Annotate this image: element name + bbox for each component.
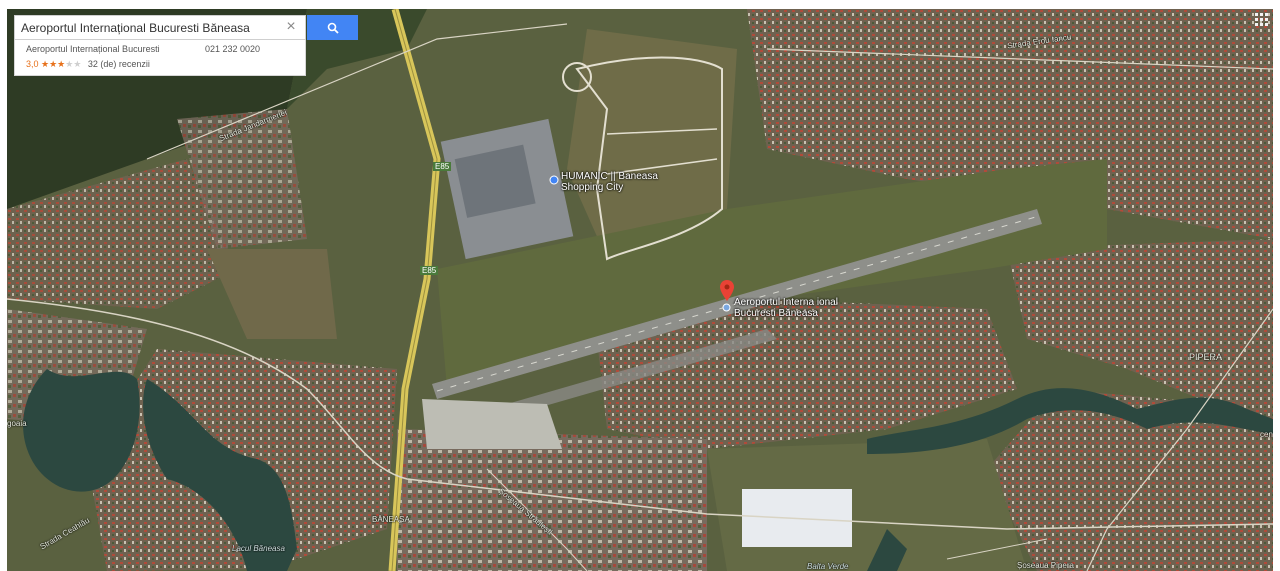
poi-label-line: Aeroportul Interna ional: [734, 297, 838, 308]
district-label: PIPERA: [1189, 352, 1223, 362]
district-label: ceni: [1260, 430, 1273, 439]
satellite-imagery: [7, 9, 1273, 571]
shopping-icon: [549, 175, 559, 185]
poi-label-shopping-city[interactable]: HUMANIC || Baneasa Shopping City: [561, 171, 658, 193]
search-icon: [327, 22, 339, 34]
road-shield: E85: [433, 162, 452, 171]
apps-grid-icon[interactable]: [1255, 13, 1269, 27]
map-pin-icon: [720, 280, 734, 301]
district-label: BĂNEASA: [372, 515, 410, 524]
place-result-card[interactable]: Aeroportul Internațional Bucuresti 021 2…: [14, 40, 306, 76]
star-filled-icon: ★★★: [41, 59, 66, 69]
poi-label-airport[interactable]: Aeroportul Interna ional Bucuresti Bănea…: [734, 297, 838, 319]
place-name: Aeroportul Internațional Bucuresti: [26, 44, 160, 54]
rating-row: 3,0 ★★★★★ 32 (de) recenzii: [26, 59, 306, 70]
place-phone[interactable]: 021 232 0020: [205, 44, 261, 54]
poi-label-line: HUMANIC || Baneasa: [561, 171, 658, 182]
satellite-map[interactable]: Strada Jandarmeriei E85 E85 Strada Erou …: [7, 9, 1273, 571]
water-label: Balta Verde: [807, 562, 849, 571]
star-empty-icon: ★★: [65, 59, 82, 69]
district-label: goaia: [7, 419, 27, 428]
water-label: Lacul Băneasa: [232, 544, 285, 553]
poi-label-line: Shopping City: [561, 182, 624, 193]
clear-search-button[interactable]: ×: [286, 18, 296, 35]
rating-value: 3,0: [26, 59, 39, 69]
search-box: ×: [14, 15, 306, 40]
search-input[interactable]: [21, 19, 279, 36]
street-label: Șoseaua Pipera: [1017, 561, 1074, 570]
search-button[interactable]: [307, 15, 358, 40]
airport-icon: [722, 303, 731, 312]
poi-label-line: Bucuresti Băneasa: [734, 308, 818, 319]
rating-stars: ★★★★★: [41, 59, 81, 69]
review-count-link[interactable]: 32 (de) recenzii: [87, 59, 150, 69]
road-shield: E85: [420, 266, 439, 275]
